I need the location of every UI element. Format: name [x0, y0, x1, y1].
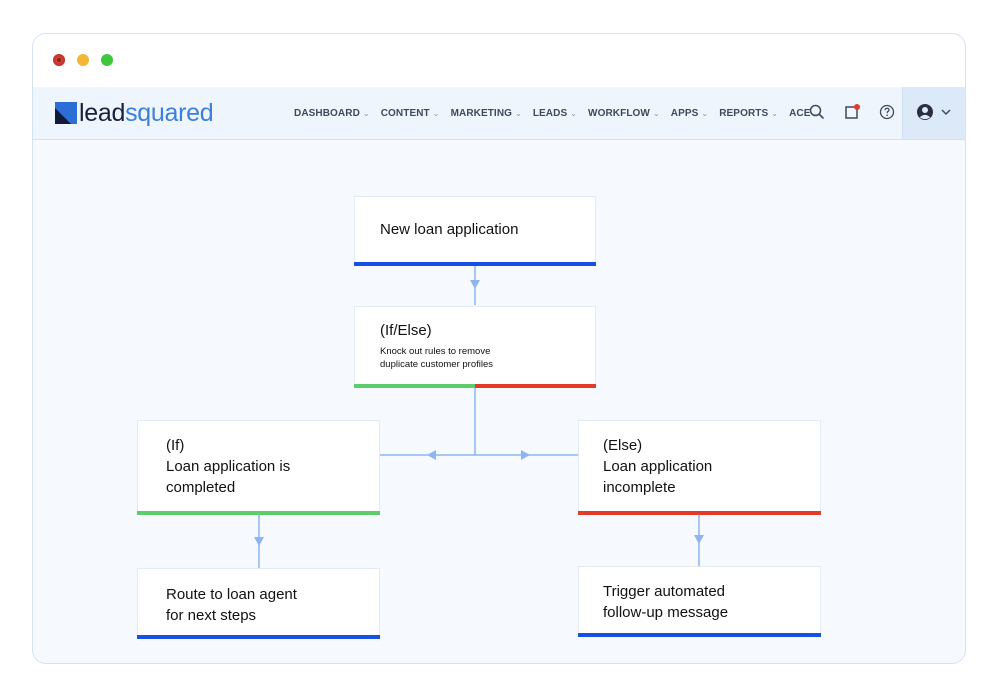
- chevron-down-icon: ⌄: [432, 108, 440, 118]
- if-bar-segment: [354, 384, 475, 388]
- nav-item-leads[interactable]: LEADS⌄: [533, 108, 577, 119]
- arrow-left-icon: [427, 450, 436, 460]
- node-title: incomplete: [603, 479, 676, 496]
- maximize-window-button[interactable]: [101, 54, 113, 66]
- logo-text-squared: squared: [125, 99, 214, 127]
- nav-item-label: CONTENT: [380, 107, 430, 119]
- chevron-down-icon: ⌄: [813, 108, 821, 118]
- flow-node-else[interactable]: (Else) Loan application incomplete: [578, 420, 821, 515]
- node-bar-split: [354, 384, 596, 388]
- nav-item-reports[interactable]: REPORTS⌄: [719, 108, 778, 119]
- leadsquared-logo[interactable]: leadsquared: [55, 99, 214, 127]
- nav-item-label: MARKETING: [450, 107, 513, 119]
- node-bar: [578, 633, 821, 637]
- arrow-down-icon: [694, 535, 704, 544]
- user-profile-menu[interactable]: [902, 87, 965, 139]
- nav-item-label: LEADS: [532, 107, 568, 119]
- nav-item-label: REPORTS: [719, 107, 769, 119]
- flow-node-else-action[interactable]: Trigger automated follow-up message: [578, 566, 821, 637]
- search-icon[interactable]: [806, 101, 828, 123]
- nav-item-workflow[interactable]: WORKFLOW⌄: [588, 108, 660, 119]
- node-title: Route to loan agent: [166, 586, 297, 603]
- nav-item-label: DASHBOARD: [294, 107, 360, 119]
- node-title: for next steps: [166, 607, 257, 624]
- node-subtitle: Knock out rules to remove: [380, 346, 491, 357]
- chevron-down-icon: ⌄: [652, 108, 660, 118]
- node-title: completed: [166, 479, 236, 496]
- chevron-down-icon: ⌄: [771, 108, 779, 118]
- node-title: Loan application: [603, 458, 713, 475]
- help-icon[interactable]: [876, 101, 898, 123]
- nav-item-label: WORKFLOW: [588, 107, 650, 119]
- logo-text: leadsquared: [79, 99, 214, 127]
- node-label: (Else): [603, 437, 643, 454]
- chevron-down-icon: ⌄: [701, 108, 709, 118]
- chevron-down-icon: ⌄: [515, 108, 522, 118]
- node-bar: [354, 262, 596, 266]
- notification-icon[interactable]: [841, 101, 863, 123]
- browser-window: leadsquared DASHBOARD⌄ CONTENT⌄ MARKETIN…: [32, 33, 966, 664]
- node-subtitle: duplicate customer profiles: [380, 359, 493, 370]
- arrow-right-icon: [521, 450, 530, 460]
- node-title: New loan application: [380, 221, 519, 238]
- flow-node-start[interactable]: New loan application: [354, 196, 596, 266]
- top-navbar: leadsquared DASHBOARD⌄ CONTENT⌄ MARKETIN…: [33, 87, 965, 140]
- node-title: Trigger automated: [603, 583, 726, 600]
- arrow-down-icon: [470, 280, 480, 289]
- main-menu: DASHBOARD⌄ CONTENT⌄ MARKETING⌄ LEADS⌄ WO…: [294, 87, 831, 139]
- flow-node-condition[interactable]: (If/Else) Knock out rules to remove dupl…: [354, 306, 596, 388]
- arrow-down-icon: [254, 537, 264, 546]
- chevron-down-icon: ⌄: [570, 108, 578, 118]
- chevron-down-icon: ⌄: [362, 108, 370, 118]
- chevron-down-icon: [941, 109, 951, 116]
- nav-item-label: ACE: [789, 107, 811, 119]
- user-avatar-icon: [917, 104, 933, 120]
- logo-mark-icon: [55, 102, 77, 124]
- node-title: Loan application is: [166, 458, 291, 475]
- nav-item-label: APPS: [670, 107, 699, 119]
- node-title: follow-up message: [603, 604, 729, 621]
- nav-item-apps[interactable]: APPS⌄: [671, 108, 708, 119]
- close-window-button[interactable]: [53, 54, 65, 66]
- node-bar: [137, 511, 380, 515]
- nav-item-ace[interactable]: ACE⌄: [789, 108, 820, 119]
- node-bar: [578, 511, 821, 515]
- else-bar-segment: [475, 384, 596, 388]
- flow-node-if[interactable]: (If) Loan application is completed: [137, 420, 380, 515]
- node-bar: [137, 635, 380, 639]
- logo-text-lead: lead: [79, 99, 126, 127]
- flow-node-if-action[interactable]: Route to loan agent for next steps: [137, 568, 380, 639]
- node-title: (If/Else): [380, 322, 432, 339]
- minimize-window-button[interactable]: [77, 54, 89, 66]
- nav-item-content[interactable]: CONTENT⌄: [381, 108, 440, 119]
- nav-item-dashboard[interactable]: DASHBOARD⌄: [294, 108, 370, 119]
- window-titlebar: [33, 34, 965, 88]
- nav-item-marketing[interactable]: MARKETING⌄: [451, 108, 522, 119]
- node-label: (If): [166, 437, 185, 454]
